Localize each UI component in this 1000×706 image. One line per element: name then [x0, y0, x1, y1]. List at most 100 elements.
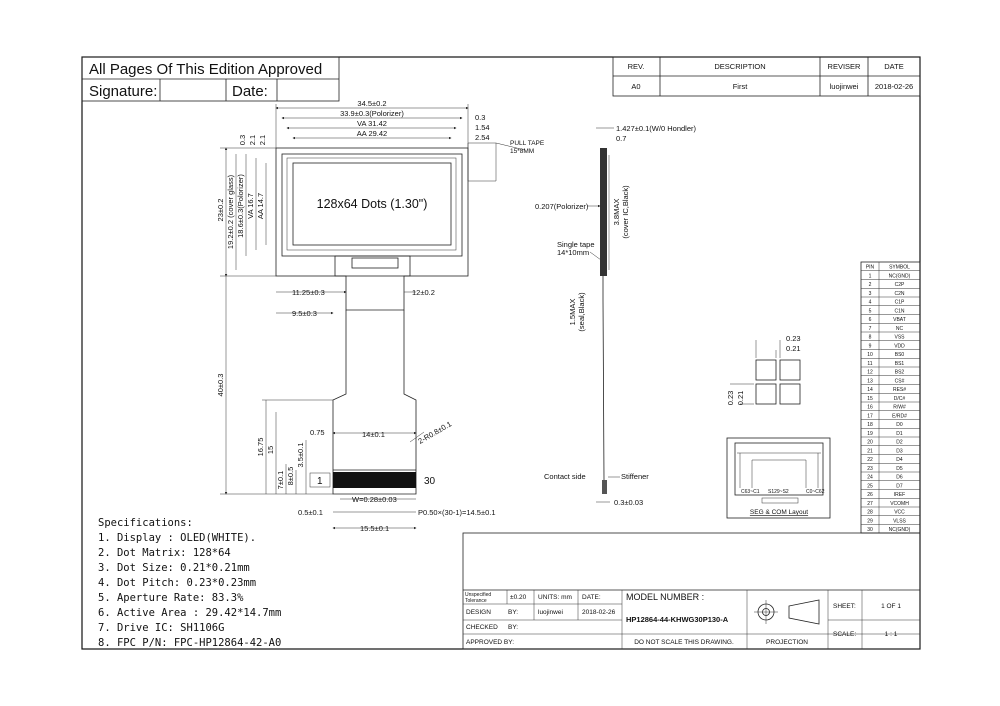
dim-height-va: VA 16.7 — [246, 193, 255, 219]
side-dim-03: 0.3±0.03 — [614, 498, 643, 507]
dim-fpc-width: 12±0.2 — [412, 288, 435, 297]
description-header: DESCRIPTION — [714, 62, 765, 71]
description-value: First — [733, 82, 748, 91]
pin-symbol: RES# — [893, 387, 906, 393]
pin-number: 27 — [867, 501, 873, 507]
specs-heading: Specifications: — [98, 517, 193, 529]
pull-tape — [467, 142, 497, 182]
pin-number: 2 — [869, 282, 872, 288]
dim-075: 0.75 — [310, 428, 325, 437]
approval-box: All Pages Of This Edition Approved Signa… — [81, 56, 340, 102]
pin-1-label: 1 — [317, 476, 323, 487]
pin-symbol: D4 — [896, 457, 903, 463]
side-contact-side: Contact side — [544, 472, 586, 481]
seg-com-layout: C63~C1 S129~S2 C0~C62 SEG & COM Layout — [726, 437, 831, 519]
dim-offset-03: 0.3 — [475, 113, 485, 122]
rev-value: A0 — [631, 82, 640, 91]
pin-symbol: C2N — [894, 291, 904, 297]
dim-total-height: 40±0.3 — [216, 374, 225, 397]
pin-number: 3 — [869, 291, 872, 297]
fpc-connector-area — [334, 255, 411, 311]
pin-30-label: 30 — [424, 476, 436, 487]
side-tape-size: 14*10mm — [557, 248, 589, 257]
spec-active-area: 6. Active Area : 29.42*14.7mm — [98, 607, 281, 619]
pin-symbol: D2 — [896, 440, 903, 446]
model-number: HP12864-44-KHWG30P130-A — [626, 615, 729, 624]
dim-offset-254: 2.54 — [475, 133, 490, 142]
rev-header: REV. — [628, 62, 645, 71]
pin-symbol: C1P — [895, 300, 905, 306]
design-date: 2018-02-26 — [582, 609, 616, 616]
pull-tape-size: 15*8MM — [510, 148, 534, 155]
side-15max: 1.5MAX — [568, 299, 577, 326]
dim-fpc-total-width: 15.5±0.1 — [360, 524, 389, 533]
pin-number: 7 — [869, 326, 872, 332]
pin-symbol: VDD — [894, 343, 905, 349]
dim-width-polarizer: 33.9±0.3(Polorizer) — [340, 109, 404, 118]
fpc-side — [602, 276, 605, 494]
spec-dot-matrix: 2. Dot Matrix: 128*64 — [98, 547, 231, 559]
spec-aperture: 5. Aperture Rate: 83.3% — [98, 592, 244, 604]
fpc-contacts — [333, 472, 416, 488]
scale-value: 1 : 1 — [885, 631, 898, 638]
pin-symbol: VSS — [894, 335, 905, 341]
pin-symbol: D0 — [896, 422, 903, 428]
fpc-tail — [332, 310, 417, 495]
dim-8: 8±0.5 — [286, 467, 295, 486]
pixel-pitch-v: 0.23 — [726, 391, 735, 406]
pin-number: 16 — [867, 405, 873, 411]
pin-symbol: D7 — [896, 483, 903, 489]
pin-symbol: CS# — [895, 378, 905, 384]
pin-symbol: NC — [896, 326, 904, 332]
signature-label: Signature: — [89, 83, 157, 100]
pin-symbol: C2P — [895, 282, 905, 288]
pin-symbol: VCC — [894, 510, 905, 516]
pin-symbol: VLSS — [893, 518, 906, 524]
checked-by-label: BY: — [508, 624, 518, 631]
dim-height-polarizer: 18.6±0.3(Polorizer) — [236, 174, 245, 238]
pin-number: 13 — [867, 378, 873, 384]
pin-number: 12 — [867, 370, 873, 376]
dim-fpc-1675: 16.75 — [256, 438, 265, 457]
pin-number: 11 — [867, 361, 872, 367]
spec-dot-size: 3. Dot Size: 0.21*0.21mm — [98, 562, 250, 574]
reviser-value: luojinwei — [830, 82, 859, 91]
pin-symbol: D/C# — [894, 396, 906, 402]
symbol-header: SYMBOL — [889, 265, 910, 271]
side-cover-ic: (cover IC,Black) — [621, 185, 630, 239]
pin-number: 18 — [867, 422, 873, 428]
date-label-tb: DATE: — [582, 594, 601, 601]
date-value: 2018-02-26 — [875, 82, 913, 91]
pin-number: 22 — [867, 457, 873, 463]
pin-header: PIN — [866, 265, 875, 271]
pixel-size-h: 0.21 — [786, 344, 801, 353]
model-label: MODEL NUMBER : — [626, 592, 704, 602]
scale-note: DO NOT SCALE THIS DRAWING. — [634, 639, 734, 646]
pin-number: 25 — [867, 483, 873, 489]
pin-number: 5 — [869, 308, 872, 314]
projection-symbol-icon — [754, 599, 820, 625]
dim-height-cover: 23±0.2 — [216, 199, 225, 222]
pin-symbol: D5 — [896, 466, 903, 472]
dim-width-va: VA 31.42 — [357, 119, 387, 128]
pin-number: 24 — [867, 475, 873, 481]
design-label: DESIGN — [466, 609, 491, 616]
dim-width-aa: AA 29.42 — [357, 129, 387, 138]
pin-number: 10 — [867, 352, 873, 358]
scale-label: SCALE: — [833, 631, 856, 638]
side-dim-thickness: 1.427±0.1(W/0 Hondler) — [616, 124, 696, 133]
dim-fpc-15: 15 — [266, 446, 275, 454]
pin-number: 6 — [869, 317, 872, 323]
sheet-value: 1 OF 1 — [881, 603, 901, 610]
pin-number: 29 — [867, 518, 873, 524]
viewing-area — [286, 157, 457, 251]
dim-05: 0.5±0.1 — [298, 508, 323, 517]
pixel-size-v: 0.21 — [736, 391, 745, 406]
date-label: Date: — [232, 83, 268, 100]
dim-top-21a: 2.1 — [248, 135, 257, 145]
dim-fpc-offset: 11.25±0.3 — [292, 288, 325, 297]
pin-number: 23 — [867, 466, 873, 472]
tolerance-value: ±0.20 — [510, 594, 527, 601]
